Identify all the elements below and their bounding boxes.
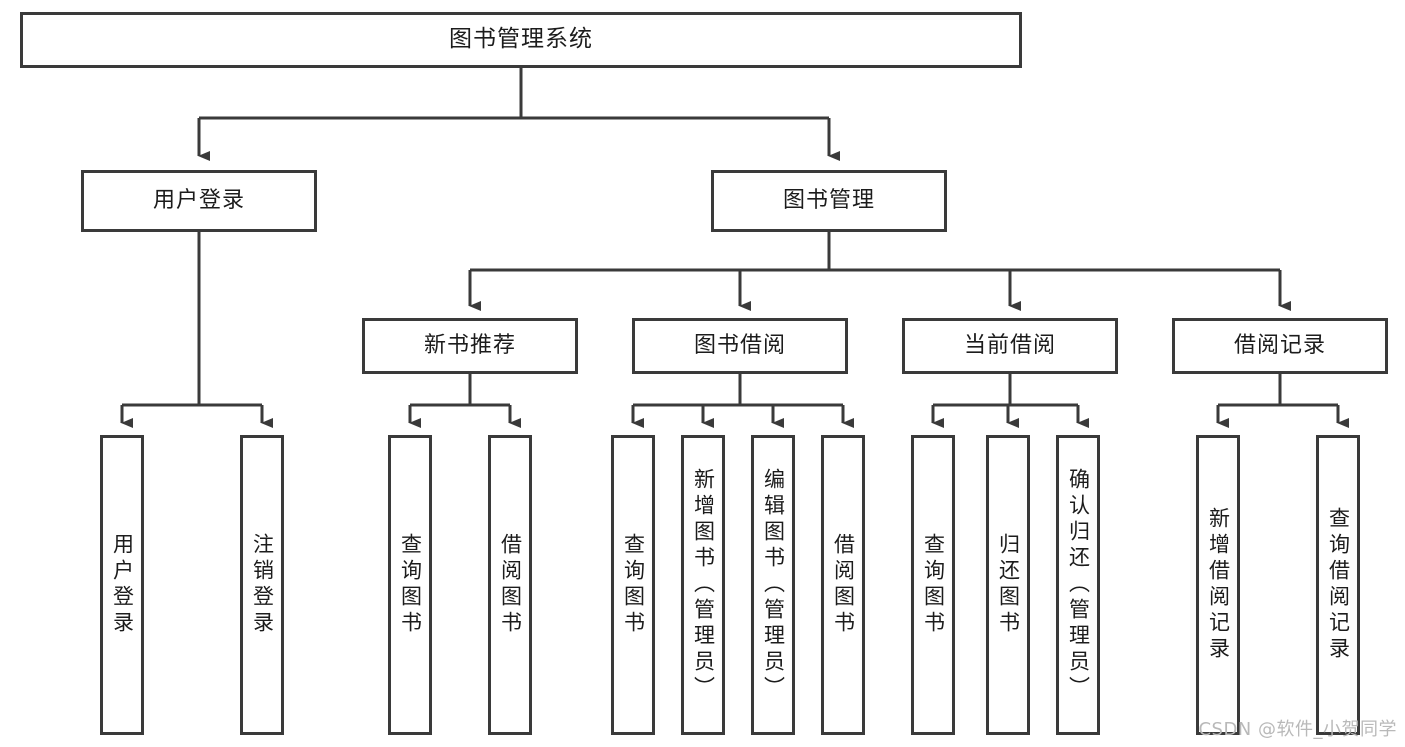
leaf-rec-query-record-label: 查询借阅记录 — [1326, 507, 1351, 663]
edge-group-root — [197, 68, 840, 161]
edge-group-new-book-rec — [408, 374, 521, 428]
leaf-user-logout-label: 注销登录 — [250, 533, 275, 637]
node-borrow-record-label: 借阅记录 — [1233, 332, 1326, 358]
leaf-cur-return-book[interactable]: 归还图书 — [986, 435, 1030, 735]
leaf-borrow-borrow-book-label: 借阅图书 — [831, 533, 856, 637]
edge-group-book-borrow — [631, 374, 854, 428]
leaf-cur-confirm-return-label: 确认归还（管理员） — [1066, 468, 1091, 702]
leaf-rec-borrow-book[interactable]: 借阅图书 — [488, 435, 532, 735]
leaf-borrow-query-book[interactable]: 查询图书 — [611, 435, 655, 735]
leaf-borrow-borrow-book[interactable]: 借阅图书 — [821, 435, 865, 735]
leaf-rec-borrow-book-label: 借阅图书 — [498, 533, 523, 637]
node-book-borrow[interactable]: 图书借阅 — [632, 318, 848, 374]
node-book-manage[interactable]: 图书管理 — [711, 170, 947, 232]
edge-group-user-login — [120, 232, 273, 428]
leaf-rec-query-book-label: 查询图书 — [398, 533, 423, 637]
node-book-borrow-label: 图书借阅 — [693, 332, 786, 358]
node-borrow-record[interactable]: 借阅记录 — [1172, 318, 1388, 374]
leaf-cur-return-book-label: 归还图书 — [996, 533, 1021, 637]
node-new-book-rec[interactable]: 新书推荐 — [362, 318, 578, 374]
leaf-cur-confirm-return[interactable]: 确认归还（管理员） — [1056, 435, 1100, 735]
leaf-borrow-query-book-label: 查询图书 — [621, 533, 646, 637]
node-current-borrow[interactable]: 当前借阅 — [902, 318, 1118, 374]
node-new-book-rec-label: 新书推荐 — [423, 332, 516, 358]
node-user-login[interactable]: 用户登录 — [81, 170, 317, 232]
leaf-cur-query-book[interactable]: 查询图书 — [911, 435, 955, 735]
node-current-borrow-label: 当前借阅 — [963, 332, 1056, 358]
leaf-user-login-label: 用户登录 — [110, 533, 135, 637]
node-book-manage-label: 图书管理 — [782, 187, 875, 213]
leaf-borrow-add-book-label: 新增图书（管理员） — [691, 468, 716, 702]
leaf-rec-add-record-label: 新增借阅记录 — [1206, 507, 1231, 663]
leaf-borrow-edit-book[interactable]: 编辑图书（管理员） — [751, 435, 795, 735]
edge-group-borrow-record — [1216, 374, 1349, 428]
leaf-cur-query-book-label: 查询图书 — [921, 533, 946, 637]
leaf-user-login[interactable]: 用户登录 — [100, 435, 144, 735]
leaf-borrow-add-book[interactable]: 新增图书（管理员） — [681, 435, 725, 735]
leaf-user-logout[interactable]: 注销登录 — [240, 435, 284, 735]
edge-group-current-borrow — [931, 374, 1089, 428]
leaf-rec-query-record[interactable]: 查询借阅记录 — [1316, 435, 1360, 735]
leaf-rec-add-record[interactable]: 新增借阅记录 — [1196, 435, 1240, 735]
leaf-rec-query-book[interactable]: 查询图书 — [388, 435, 432, 735]
node-user-login-label: 用户登录 — [152, 187, 245, 213]
node-root-label: 图书管理系统 — [449, 26, 593, 53]
leaf-borrow-edit-book-label: 编辑图书（管理员） — [761, 468, 786, 702]
edge-group-book-manage — [468, 232, 1291, 311]
node-root[interactable]: 图书管理系统 — [20, 12, 1022, 68]
